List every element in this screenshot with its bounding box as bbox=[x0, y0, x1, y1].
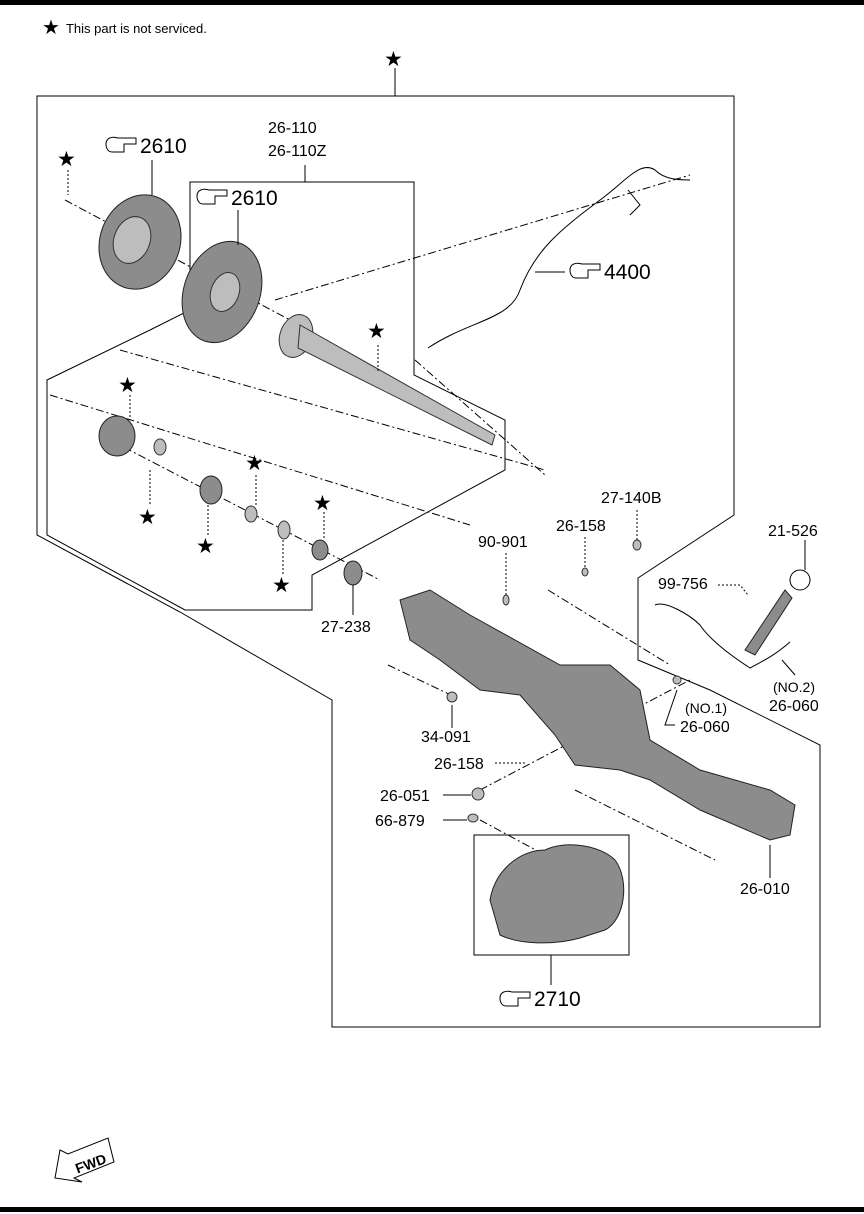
hub-seal bbox=[199, 475, 223, 505]
leader bbox=[718, 584, 749, 596]
parking-brake-cable-end bbox=[627, 189, 641, 216]
part-label: 27-238 bbox=[321, 619, 371, 636]
fastener bbox=[446, 691, 458, 703]
align-line bbox=[547, 589, 671, 666]
pointing-hand-icon bbox=[569, 262, 601, 279]
part-label: (NO.2) bbox=[773, 679, 815, 695]
assembly-outline bbox=[36, 95, 821, 1028]
ref-label: 2610 bbox=[231, 187, 278, 210]
abs-harness bbox=[654, 603, 791, 669]
align-line bbox=[479, 819, 546, 856]
part-label: 26-158 bbox=[434, 756, 484, 773]
fastener bbox=[632, 539, 642, 551]
legend-text: This part is not serviced. bbox=[65, 20, 207, 36]
star-icon: ★ bbox=[313, 492, 332, 515]
part-label: 26-051 bbox=[380, 788, 430, 805]
star-icon: ★ bbox=[367, 320, 386, 343]
star-icon: ★ bbox=[138, 506, 157, 529]
pointing-hand-icon bbox=[499, 990, 531, 1007]
part-label: 26-060 bbox=[680, 719, 730, 736]
star-icon: ★ bbox=[42, 17, 60, 39]
washer bbox=[244, 505, 258, 523]
retainer bbox=[153, 438, 167, 456]
pointing-hand-icon bbox=[196, 188, 228, 205]
fastener bbox=[581, 567, 589, 577]
part-label: 21-526 bbox=[768, 523, 818, 540]
part-label: 26-158 bbox=[556, 518, 606, 535]
part-label: 27-140B bbox=[601, 490, 662, 507]
star-icon: ★ bbox=[118, 374, 137, 397]
star-icon: ★ bbox=[196, 535, 215, 558]
fastener bbox=[672, 675, 682, 685]
brake-drum-outer-face bbox=[112, 216, 152, 264]
part-label: 26-110Z bbox=[268, 143, 327, 160]
fastener bbox=[471, 787, 485, 801]
bearing bbox=[98, 415, 136, 457]
align-line bbox=[414, 359, 546, 476]
part-label: 90-901 bbox=[478, 534, 528, 551]
axle-housing bbox=[399, 589, 796, 841]
align-line bbox=[387, 664, 456, 698]
star-icon: ★ bbox=[245, 452, 264, 475]
legend: ★ This part is not serviced. bbox=[42, 18, 207, 38]
shaft-box bbox=[46, 181, 506, 611]
ring bbox=[277, 520, 291, 540]
abs-sensor bbox=[744, 589, 793, 656]
bottom-rule bbox=[0, 1207, 864, 1212]
part-label: (NO.1) bbox=[685, 700, 727, 716]
pointing-hand-icon bbox=[105, 136, 137, 153]
oil-seal bbox=[343, 560, 363, 586]
part-label: 34-091 bbox=[421, 729, 471, 746]
top-rule bbox=[0, 0, 864, 5]
part-label: 99-756 bbox=[658, 576, 708, 593]
parking-brake-cable bbox=[427, 167, 691, 349]
axle-shaft bbox=[297, 324, 496, 446]
part-label: 26-010 bbox=[740, 881, 790, 898]
svg-text:FWD: FWD bbox=[73, 1150, 108, 1176]
fwd-arrow-icon: FWD bbox=[54, 1137, 115, 1183]
star-icon: ★ bbox=[272, 574, 291, 597]
ref-label: 2610 bbox=[140, 135, 187, 158]
ref-label: 4400 bbox=[604, 261, 651, 284]
star-icon: ★ bbox=[384, 48, 403, 71]
part-label: 26-060 bbox=[769, 698, 819, 715]
part-label: 26-110 bbox=[268, 120, 317, 137]
nut bbox=[311, 539, 329, 561]
fastener bbox=[467, 813, 479, 823]
align-line bbox=[49, 394, 471, 526]
align-line bbox=[109, 439, 381, 581]
differential-carrier bbox=[489, 844, 625, 944]
leader bbox=[781, 659, 796, 676]
align-line bbox=[574, 789, 716, 861]
part-label: 66-879 bbox=[375, 813, 425, 830]
leader bbox=[664, 689, 678, 726]
abs-sensor-ring bbox=[789, 569, 811, 591]
align-line bbox=[119, 349, 546, 471]
ref-label: 2710 bbox=[534, 988, 581, 1011]
backing-plate-hub bbox=[209, 272, 241, 312]
star-icon: ★ bbox=[57, 148, 76, 171]
fastener bbox=[502, 594, 510, 606]
